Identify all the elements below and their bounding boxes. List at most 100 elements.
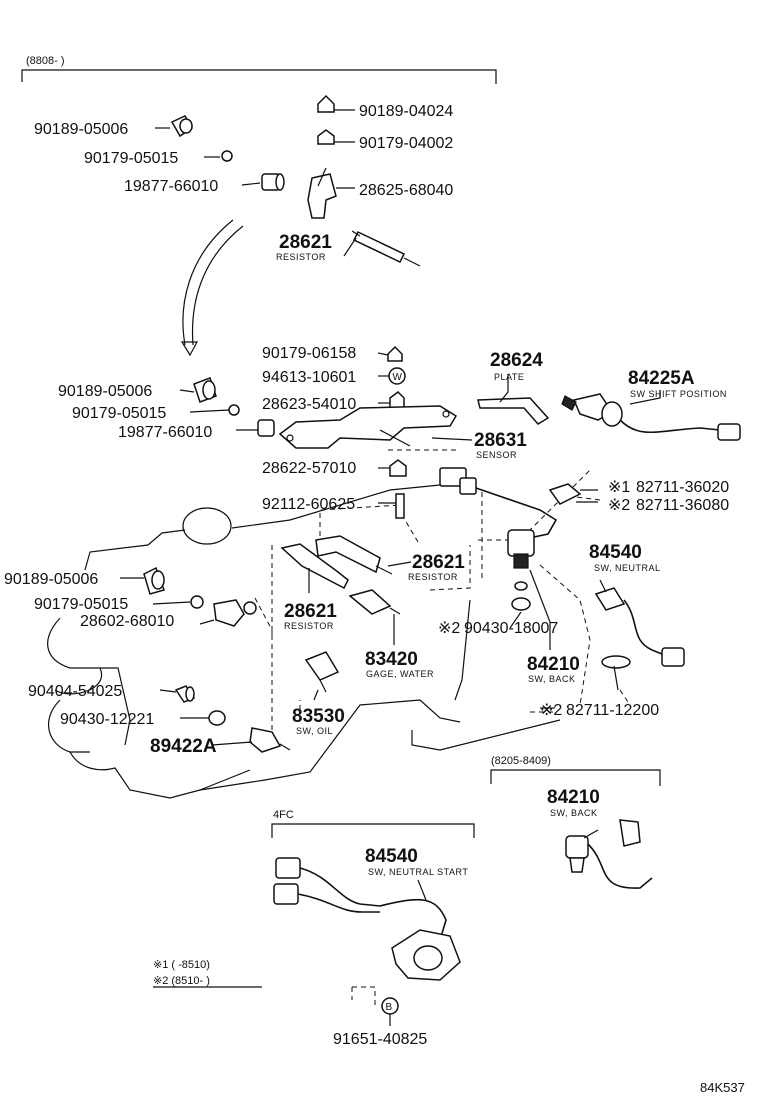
part-number: 19877-66010 [118,424,212,441]
figure-code: 84K537 [700,1080,745,1095]
switch-oil-83530 [304,651,340,693]
part-number: 90189-05006 [4,571,98,588]
part-number: 28621 [284,601,337,622]
bracket-label: (8205-8409) [491,755,551,767]
part-number: 84540 [589,542,642,563]
part-sub: SW, OIL [296,726,333,736]
part-sub: SW SHIFT POSITION [630,389,727,399]
plug-90404-54025 [174,685,196,703]
bracket-28625-68040 [307,167,337,219]
gasket-90430-12221 [208,710,226,726]
part-number: 90189-05006 [34,121,128,138]
part-number: 90179-05015 [84,150,178,167]
part-number: 83420 [365,649,418,670]
part-sub: SW, NEUTRAL START [368,867,468,877]
connector-top [439,467,558,541]
grommet-19877-66010 [261,173,285,191]
part-drawings: W [143,94,741,1026]
resistor-28621-b [280,543,349,590]
part-mark: ※1 [608,479,630,496]
bracket-label: 4FC [273,809,294,821]
part-sub: RESISTOR [408,572,458,582]
part-number: 28621 [279,232,332,253]
part-sub: SENSOR [476,450,517,460]
part-number: 91651-40825 [333,1031,427,1048]
switch-84225a [561,393,741,441]
part-number: 83530 [292,706,345,727]
part-number: 90404-54025 [28,683,122,700]
footnote: ※2 (8510- ) [153,975,210,987]
part-sub: PLATE [494,372,524,382]
part-number: 94613-10601 [262,369,356,386]
bracket-8205-8409: (8205-8409) [490,755,661,786]
washer-90179-05015 [221,150,233,162]
washer-90179-05015-mid [228,404,240,416]
clamp-82711-12200 [601,655,631,691]
footnotes: ※1 ( -8510) ※2 (8510- ) [153,959,262,988]
bracket-4fc: 4FC [271,809,475,838]
grommet-19877-66010-mid [257,419,275,437]
part-sub: GAGE, WATER [366,669,434,679]
part-number: 19877-66010 [124,178,218,195]
part-number: 89422A [150,736,217,757]
part-number: 28602-68010 [80,613,174,630]
plate-28624 [477,397,550,425]
part-number: 90179-05015 [72,405,166,422]
footnote: ※1 ( -8510) [153,959,210,971]
part-sub: RESISTOR [276,252,326,262]
nut-90179-04002 [317,129,335,145]
bracket-8808: (8808- ) [21,55,497,84]
part-sub: RESISTOR [284,621,334,631]
part-number: 90189-05006 [58,383,152,400]
part-mark: ※2 [540,702,562,719]
gage-water-83420 [348,589,401,615]
part-number: 84225A [628,368,695,389]
part-number: 90430-12221 [60,711,154,728]
clip-90189-05006 [170,115,194,138]
gasket-90430-18007 [511,597,531,611]
part-number: 82711-36080 [636,497,729,514]
part-sub: SW, NEUTRAL [594,563,661,573]
part-number: 28625-68040 [359,182,453,199]
part-number: 90189-04024 [359,103,453,120]
part-sub: SW, BACK [528,674,576,684]
clip-82711 [548,483,582,505]
part-number: 82711-12200 [566,702,659,719]
switch-84210-lower [565,819,653,889]
bolt-b-label: B [386,1002,393,1013]
switch-84540-neutral-start [273,857,461,981]
stud-92112-60625 [395,493,405,519]
washer-w-label: W [393,372,403,383]
washer-w-94613-10601: W [388,367,406,385]
clip-90189-05006-left [143,566,165,595]
engine-outline [47,219,631,1005]
nut-90189-04024 [317,94,335,113]
part-number: 90179-05015 [34,596,128,613]
switch-84210-body [507,529,535,591]
part-number: 90179-04002 [359,135,453,152]
washer-90179-05015-left [190,595,204,609]
part-number: 28624 [490,350,543,371]
part-mark: ※2 [438,620,460,637]
bracket-label: (8808- ) [26,55,65,67]
resistor-28621-top [351,230,421,267]
part-number: 90430-18007 [464,620,558,637]
part-labels: 90189-04024 90189-05006 90179-04002 9017… [4,103,729,1048]
sensor-bracket-28631 [278,405,458,449]
part-number: 28623-54010 [262,396,356,413]
part-number: 92112-60625 [262,496,355,513]
nut-90179-06158 [387,345,403,362]
part-number: 28621 [412,552,465,573]
part-number: 84210 [547,787,600,808]
part-number: 82711-36020 [636,479,729,496]
leader-lines [120,109,661,901]
part-number: 84210 [527,654,580,675]
part-sub: SW, BACK [550,808,598,818]
part-number: 28631 [474,430,527,451]
part-mark: ※2 [608,497,630,514]
switch-84540-neutral [594,587,685,667]
bolt-b-91651-40825: B [381,997,399,1026]
sensor-89422a [249,727,291,753]
nut-28622-57010 [389,459,407,477]
